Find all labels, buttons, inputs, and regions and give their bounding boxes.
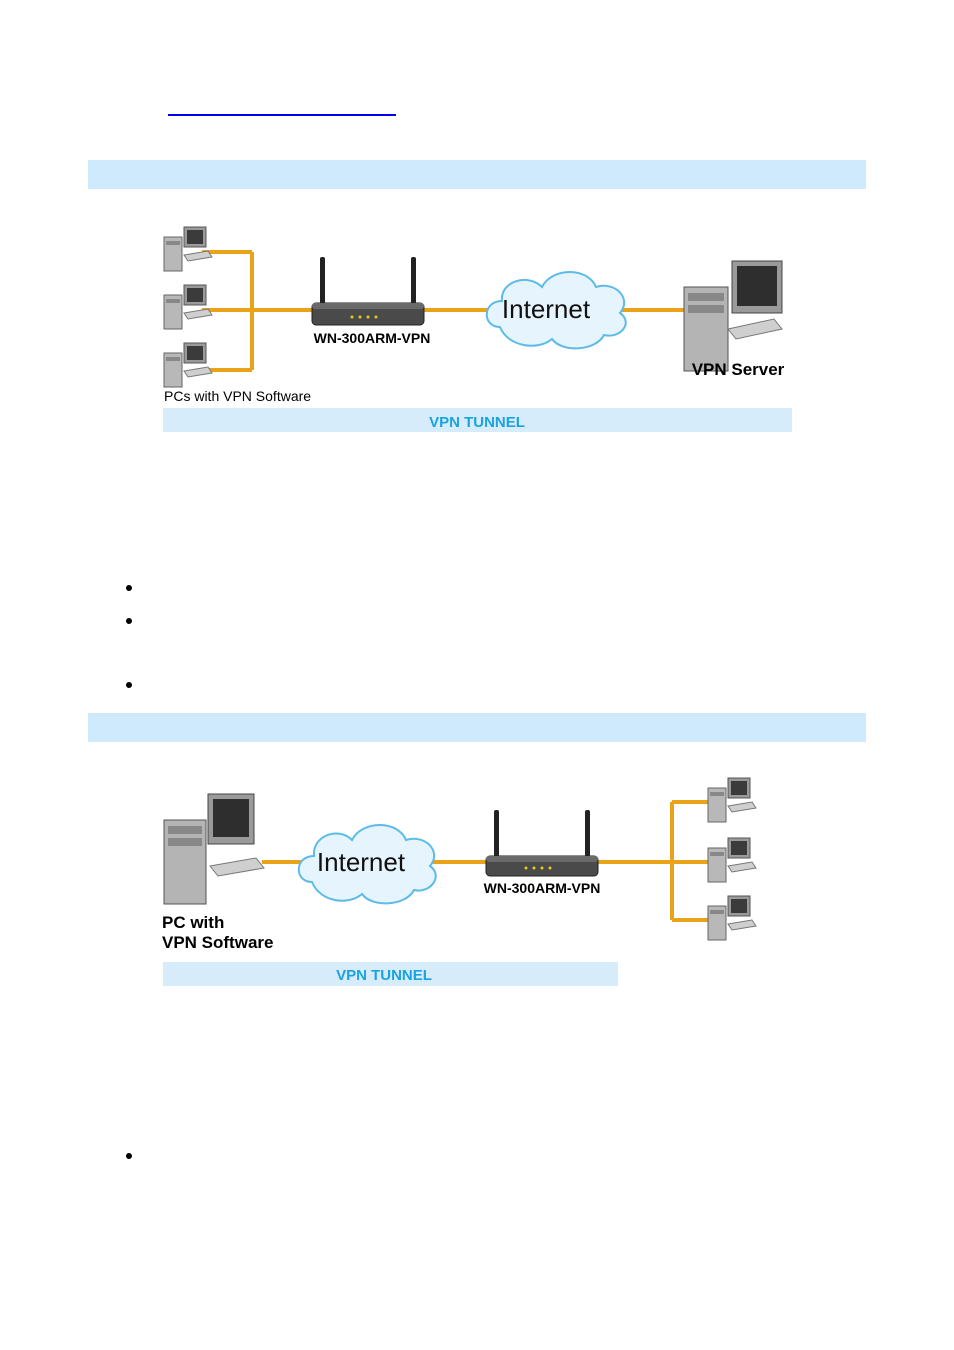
network-cables	[262, 800, 710, 922]
list-bullet	[126, 1153, 132, 1159]
internet-cloud-icon	[485, 271, 627, 350]
router-label: WN-300ARM-VPN	[484, 880, 601, 896]
pc-label-line1: PC with	[162, 913, 224, 932]
vpn-tunnel-bar	[163, 962, 618, 986]
router-icon	[485, 810, 599, 877]
lan-pc-icon-2	[707, 837, 757, 883]
list-bullet	[126, 618, 132, 624]
pc-label-line2: VPN Software	[162, 933, 273, 952]
vpn-server-icon	[683, 260, 783, 372]
vpn-client-to-server-diagram: WN-300ARM-VPN Internet VPN Server PCs wi…	[163, 226, 792, 432]
remote-pc-to-lan-diagram: PC with VPN Software Internet WN-300ARM-…	[162, 777, 757, 986]
pcs-label: PCs with VPN Software	[164, 388, 311, 404]
lan-pc-icon-3	[707, 895, 757, 941]
cloud-label: Internet	[317, 847, 406, 877]
cloud-label: Internet	[502, 294, 591, 324]
remote-pc-icon	[163, 793, 265, 905]
tunnel-label: VPN TUNNEL	[429, 414, 525, 431]
router-icon	[311, 257, 425, 326]
tunnel-label: VPN TUNNEL	[336, 967, 432, 984]
client-pc-icon-2	[163, 284, 213, 330]
section-header-bar-1	[88, 160, 866, 189]
client-pc-icon-3	[163, 342, 213, 388]
router-label: WN-300ARM-VPN	[314, 330, 431, 346]
vpn-tunnel-bar	[163, 408, 792, 432]
client-pc-icon-1	[163, 226, 213, 272]
hyperlink-underline[interactable]	[168, 114, 396, 116]
list-bullet	[126, 682, 132, 688]
lan-pc-icon-1	[707, 777, 757, 823]
list-bullet	[126, 585, 132, 591]
section-header-bar-2	[88, 713, 866, 742]
internet-cloud-icon	[297, 824, 437, 905]
server-label: VPN Server	[692, 360, 785, 379]
